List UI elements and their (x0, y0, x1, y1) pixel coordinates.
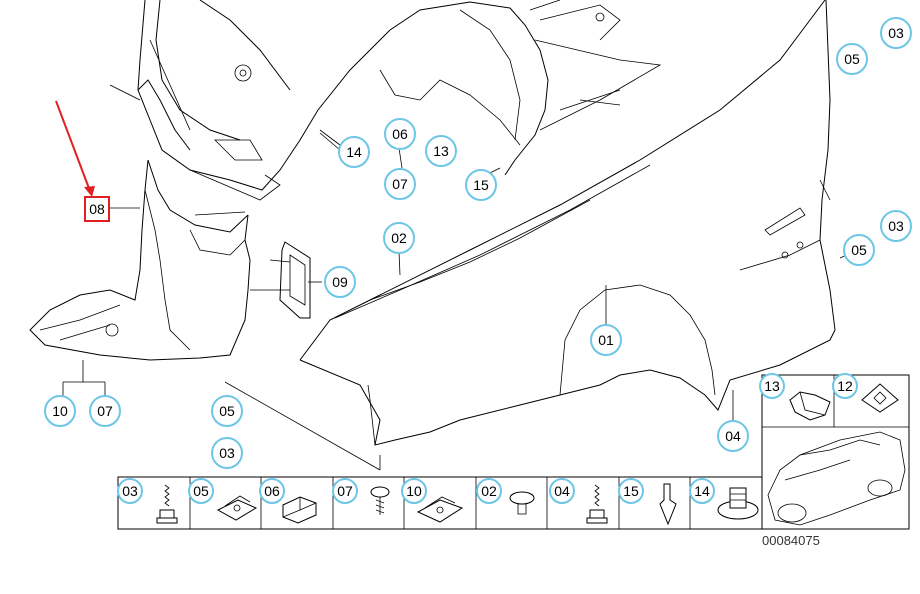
callout-10-left[interactable]: 10 (44, 395, 76, 427)
callout-05-mid-right[interactable]: 05 (843, 234, 875, 266)
clip-nut-icon (861, 383, 899, 413)
table-cell-14[interactable]: 14 (689, 478, 759, 520)
callout-01-label: 01 (598, 332, 614, 348)
callout-03-label: 03 (888, 218, 904, 234)
table-cell-label: 04 (554, 483, 570, 499)
callout-04[interactable]: 04 (717, 420, 749, 452)
callout-06[interactable]: 06 (384, 118, 416, 150)
callout-03-label: 03 (219, 445, 235, 461)
bracket-icon (282, 496, 317, 524)
clip-nut-icon (416, 496, 464, 523)
rivet-icon (509, 491, 535, 515)
callout-03-center[interactable]: 03 (211, 437, 243, 469)
table-cell-12[interactable]: 12 (832, 373, 899, 413)
callout-10-label: 10 (52, 403, 68, 419)
table-cell-label: 03 (122, 483, 138, 499)
callout-02-label: 02 (391, 230, 407, 246)
wheel-arch-liner-drawing (109, 0, 662, 201)
table-cell-label: 10 (406, 483, 422, 499)
callout-08-label: 08 (89, 201, 105, 217)
callout-07-center[interactable]: 07 (384, 168, 416, 200)
callout-06-label: 06 (392, 126, 408, 142)
table-cell-15[interactable]: 15 (618, 478, 677, 526)
callout-08-highlighted[interactable]: 08 (84, 196, 110, 222)
callout-02[interactable]: 02 (383, 222, 415, 254)
table-cell-label: 06 (264, 483, 280, 499)
push-clip-icon (659, 483, 677, 526)
callout-15-label: 15 (473, 177, 489, 193)
bolt-icon (586, 484, 608, 524)
guide-line (224, 381, 381, 471)
callout-01[interactable]: 01 (590, 324, 622, 356)
callout-05-label: 05 (844, 51, 860, 67)
callout-14-top[interactable]: 14 (338, 136, 370, 168)
callout-markers: 01 02 03 03 03 04 05 05 05 06 07 07 09 1… (44, 17, 912, 469)
car-location-icon (767, 431, 906, 526)
table-cell-label: 05 (193, 483, 209, 499)
callout-05-center[interactable]: 05 (211, 395, 243, 427)
callout-09[interactable]: 09 (324, 266, 356, 298)
callout-07-left[interactable]: 07 (89, 395, 121, 427)
callout-14-label: 14 (346, 144, 362, 160)
callout-05-top-right[interactable]: 05 (836, 43, 868, 75)
table-cell-label: 15 (623, 483, 639, 499)
table-cell-label: 12 (837, 378, 853, 394)
expanding-nut-icon (717, 487, 759, 520)
table-cell-label: 14 (694, 483, 710, 499)
table-cell-label: 02 (481, 483, 497, 499)
callout-13-top[interactable]: 13 (425, 135, 457, 167)
callout-05-label: 05 (851, 242, 867, 258)
table-cell-10[interactable]: 10 (401, 478, 464, 523)
highlight-arrow (55, 100, 95, 197)
table-cell-label: 07 (337, 483, 353, 499)
callout-15-top[interactable]: 15 (465, 169, 497, 201)
table-cell-05[interactable]: 05 (188, 478, 258, 521)
screw-icon (370, 486, 390, 515)
table-cell-04[interactable]: 04 (549, 478, 608, 524)
table-cell-03[interactable]: 03 (117, 478, 178, 524)
callout-13-label: 13 (433, 143, 449, 159)
callout-05-label: 05 (219, 403, 235, 419)
table-cell-07[interactable]: 07 (332, 478, 390, 515)
callout-07-label: 07 (97, 403, 113, 419)
table-cell-label: 13 (764, 378, 780, 394)
callout-03-label: 03 (888, 25, 904, 41)
front-splash-liner-drawing (29, 159, 251, 361)
bracket-09-drawing (250, 241, 311, 319)
catalog-number: 00084075 (762, 533, 820, 548)
table-cell-13[interactable]: 13 (759, 373, 831, 421)
bolt-icon (156, 484, 178, 524)
callout-07-label: 07 (392, 176, 408, 192)
parts-table-cells: 03 05 06 07 10 02 (117, 373, 906, 526)
table-cell-06[interactable]: 06 (259, 478, 317, 524)
callout-09-label: 09 (332, 274, 348, 290)
front-fender-drawing (299, 0, 836, 446)
clip-nut-icon (216, 495, 258, 521)
callout-03-mid-right[interactable]: 03 (880, 210, 912, 242)
callout-04-label: 04 (725, 428, 741, 444)
callout-03-top-right[interactable]: 03 (880, 17, 912, 49)
spring-clip-icon (789, 391, 831, 421)
table-cell-02[interactable]: 02 (476, 478, 535, 515)
